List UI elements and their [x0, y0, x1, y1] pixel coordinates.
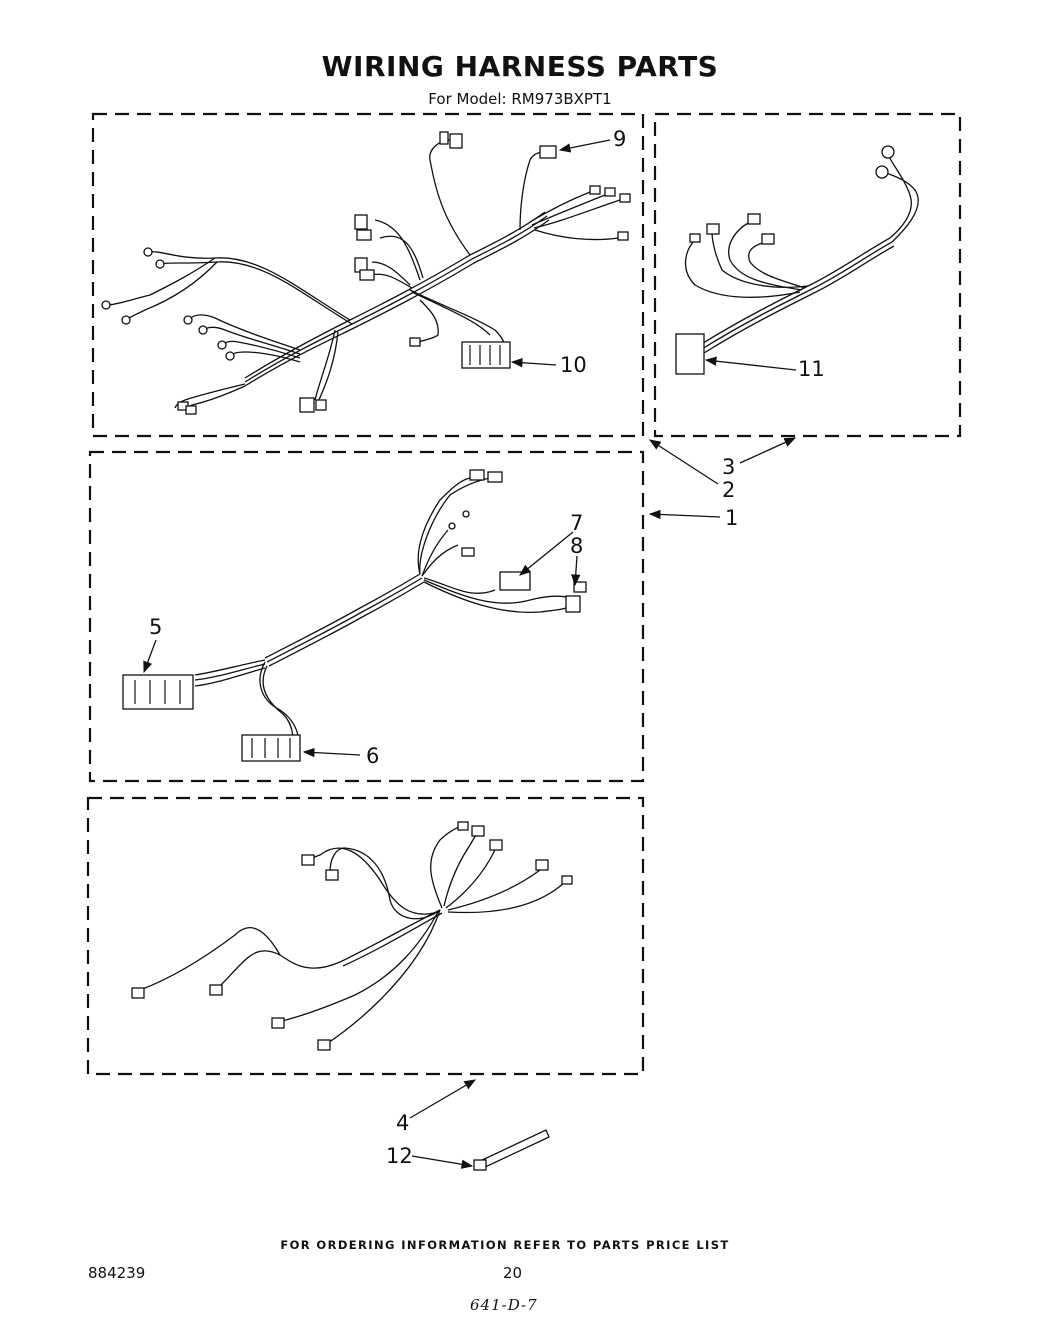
ordering-note: FOR ORDERING INFORMATION REFER TO PARTS … — [280, 1238, 730, 1252]
terminal — [209, 984, 223, 996]
connector-11 — [675, 333, 705, 375]
ring-terminal — [183, 315, 193, 325]
terminal — [317, 1039, 331, 1051]
ring-terminal — [448, 522, 456, 530]
terminal — [561, 875, 573, 885]
callout-9: 9 — [613, 127, 626, 151]
callout-6: 6 — [366, 744, 379, 768]
harness-1-drawing — [194, 477, 573, 749]
harness-4-drawing — [139, 824, 566, 1046]
callout-1: 1 — [725, 506, 738, 530]
connector-8 — [565, 595, 581, 613]
leader-2 — [649, 439, 719, 485]
leader-8 — [571, 555, 581, 587]
connector-10 — [461, 341, 511, 369]
terminal — [354, 214, 368, 230]
terminal — [457, 821, 469, 831]
leader-3 — [739, 437, 797, 464]
terminal — [299, 397, 315, 413]
connector-7 — [499, 571, 531, 591]
callout-12: 12 — [386, 1144, 413, 1168]
callout-2: 2 — [722, 478, 735, 502]
ring-terminal — [462, 510, 470, 518]
leader-4 — [409, 1079, 477, 1119]
connector-6 — [241, 734, 301, 762]
terminal — [359, 269, 375, 281]
leader-10 — [510, 358, 557, 368]
callout-5: 5 — [149, 615, 162, 639]
page-title: WIRING HARNESS PARTS — [321, 50, 719, 83]
handwritten-note: 641-D-7 — [470, 1296, 538, 1314]
callout-3: 3 — [722, 455, 735, 479]
terminal — [706, 223, 720, 235]
terminal — [604, 187, 616, 197]
leader-7 — [519, 531, 574, 576]
callout-10: 10 — [560, 353, 587, 377]
terminal — [461, 547, 475, 557]
leader-6 — [302, 747, 361, 758]
ring-terminal — [101, 300, 111, 310]
leader-12 — [411, 1155, 474, 1169]
terminal — [356, 229, 372, 241]
terminal — [689, 233, 701, 243]
terminal — [271, 1017, 285, 1029]
connector-5 — [122, 674, 194, 710]
callout-4: 4 — [396, 1111, 409, 1135]
terminal — [131, 987, 145, 999]
ring-terminal — [881, 145, 895, 159]
terminal — [535, 859, 549, 871]
terminal — [619, 193, 631, 203]
terminal — [573, 581, 587, 593]
terminal — [439, 131, 449, 145]
terminal — [747, 213, 761, 225]
ring-terminal — [121, 315, 131, 325]
leader-1 — [648, 509, 721, 520]
frame-harness-4 — [86, 796, 645, 1076]
terminal — [315, 399, 327, 411]
model-line: For Model: RM973BXPT1 — [428, 90, 612, 108]
terminal — [449, 133, 463, 149]
ring-terminal — [198, 325, 208, 335]
terminal — [301, 854, 315, 866]
harness-3-drawing — [684, 154, 919, 354]
ring-terminal — [143, 247, 153, 257]
frame-harness-2 — [91, 112, 645, 438]
leader-9 — [558, 139, 611, 153]
cable-tie-12 — [473, 1129, 550, 1171]
frame-harness-3 — [653, 112, 962, 438]
terminal — [489, 839, 503, 851]
terminal — [469, 469, 485, 481]
leader-11 — [704, 356, 797, 371]
callout-7: 7 — [570, 511, 583, 535]
terminal — [617, 231, 629, 241]
leader-5 — [143, 639, 157, 674]
terminal — [487, 471, 503, 483]
connector-9 — [539, 145, 557, 159]
terminal — [325, 869, 339, 881]
terminal — [185, 405, 197, 415]
doc-number: 884239 — [88, 1264, 146, 1282]
ring-terminal — [875, 165, 889, 179]
terminal — [589, 185, 601, 195]
callout-8: 8 — [570, 534, 583, 558]
terminal — [471, 825, 485, 837]
ring-terminal — [225, 351, 235, 361]
page-number: 20 — [503, 1264, 523, 1282]
terminal — [761, 233, 775, 245]
ring-terminal — [217, 340, 227, 350]
frame-harness-1 — [88, 450, 645, 783]
terminal — [409, 337, 421, 347]
callout-11: 11 — [798, 357, 825, 381]
ring-terminal — [155, 259, 165, 269]
